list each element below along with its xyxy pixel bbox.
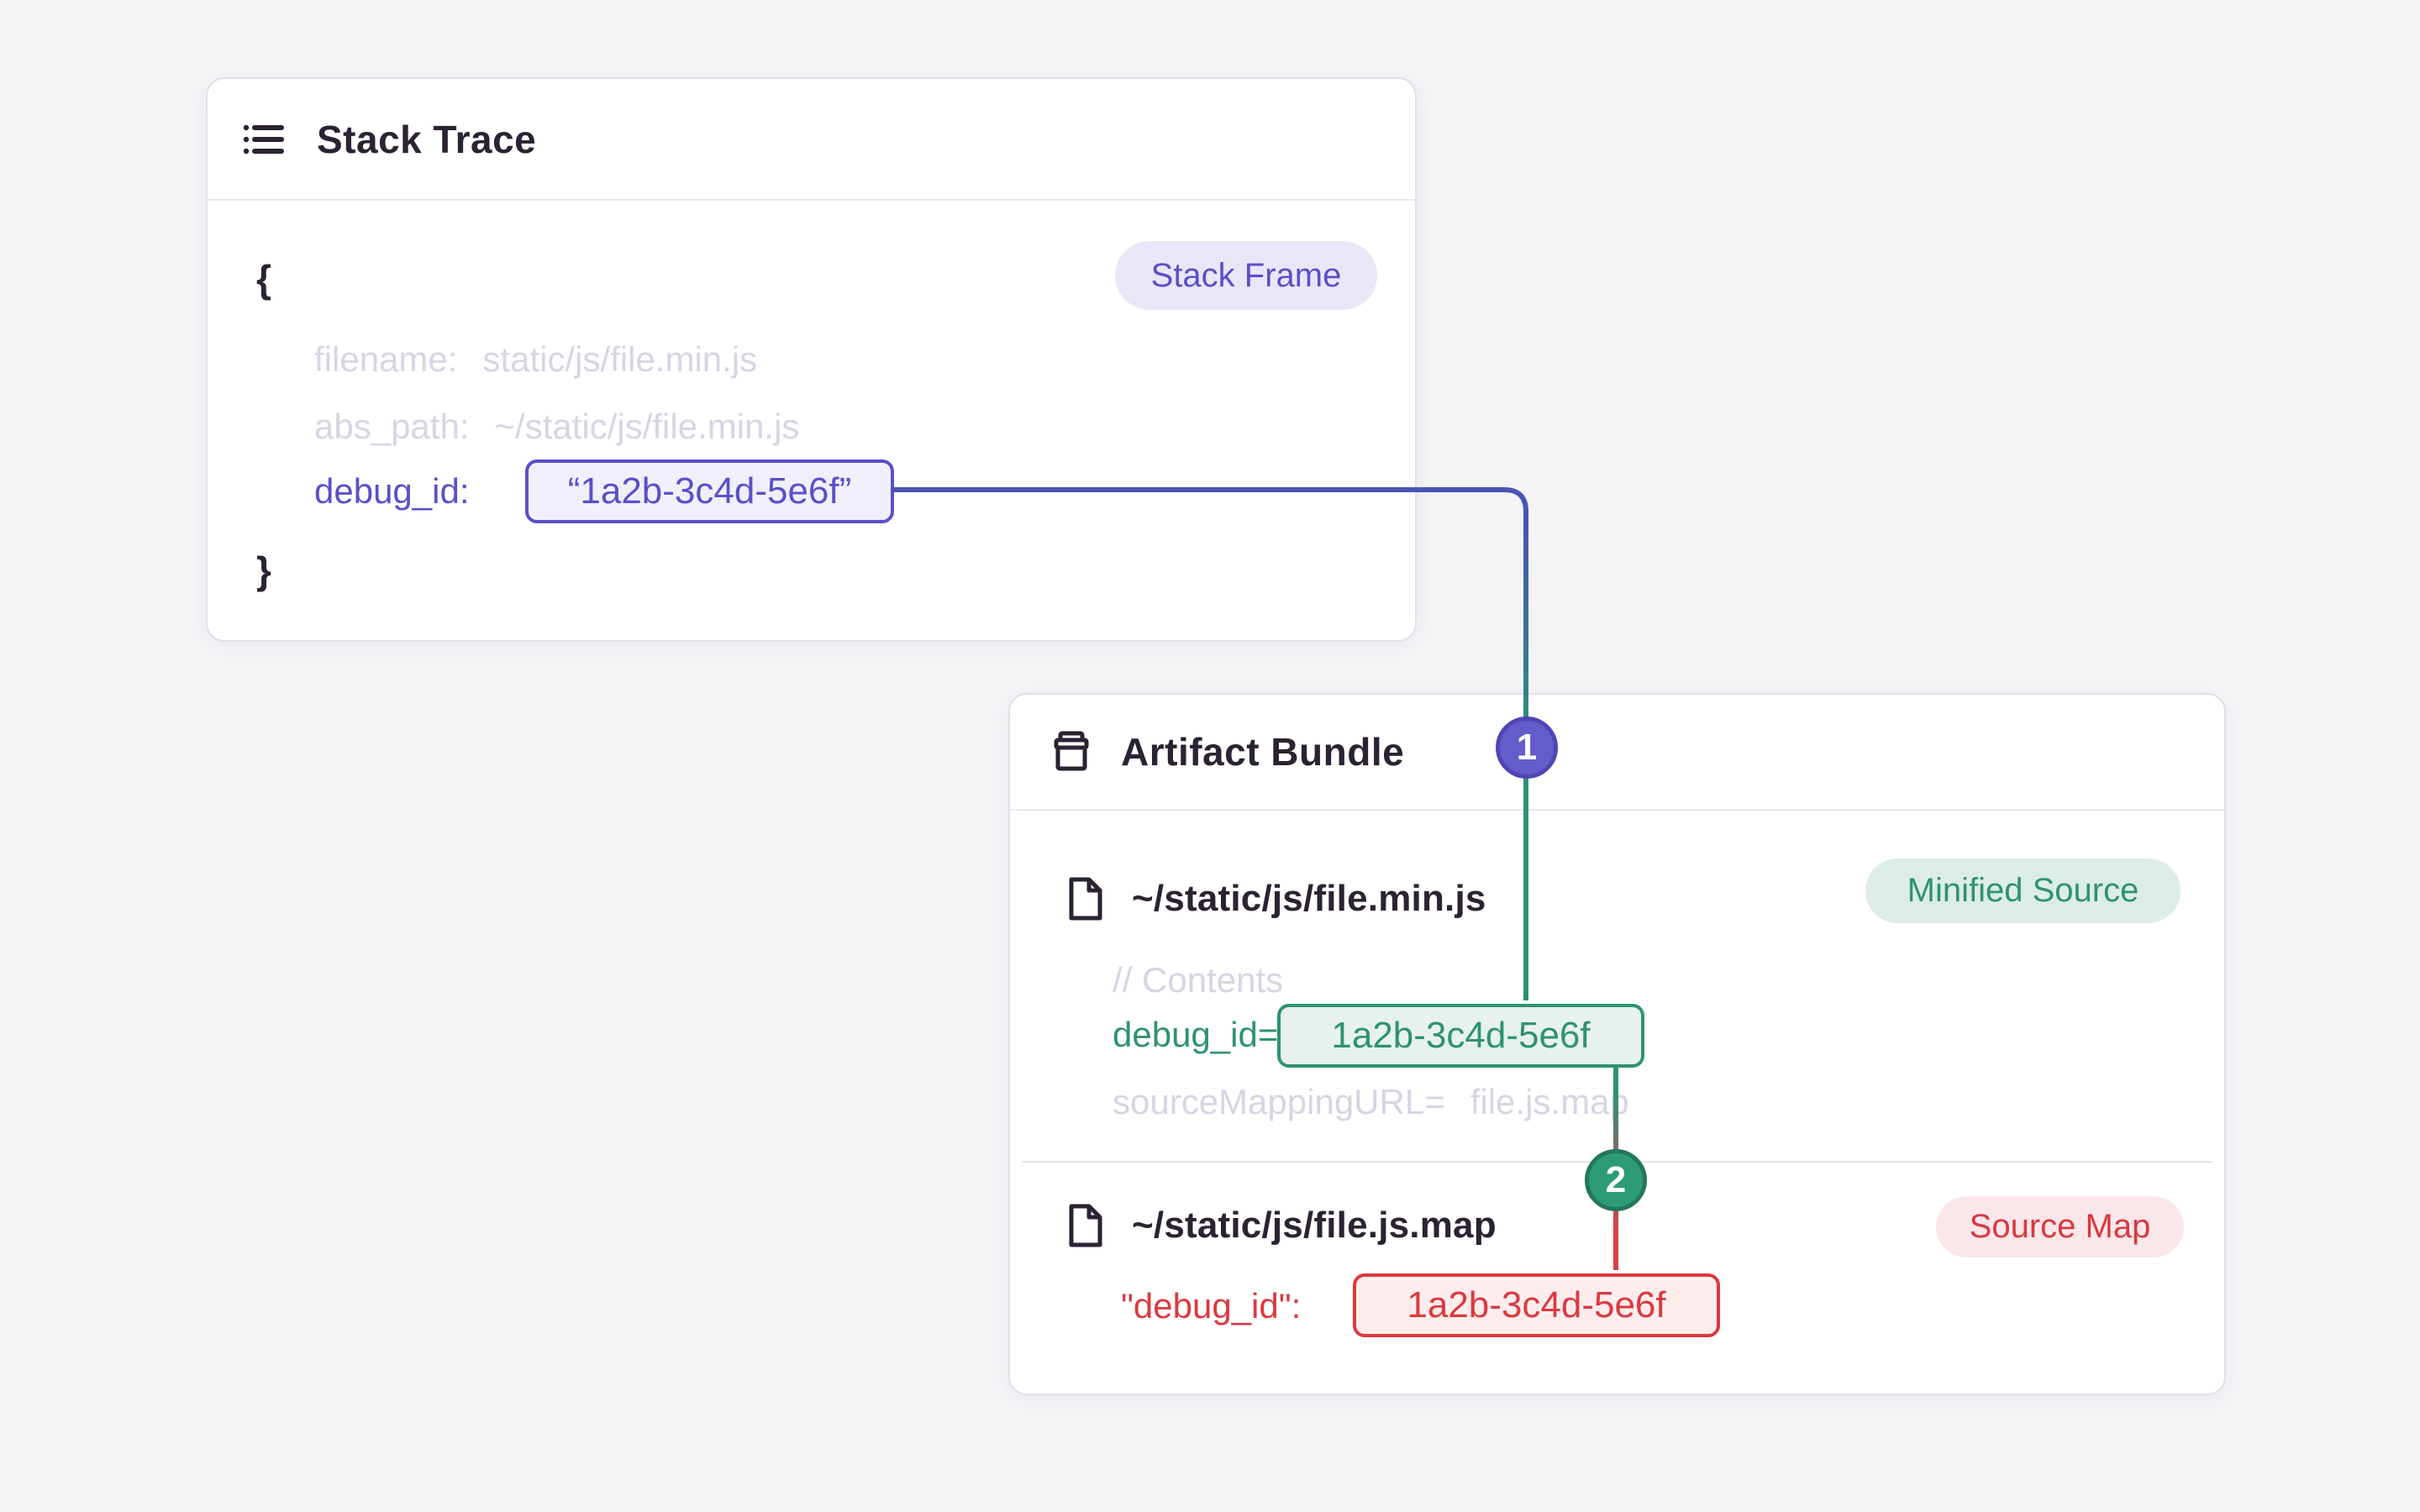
abs-path-label: abs_path: — [314, 407, 470, 446]
sourcemap-debug-id-box: 1a2b-3c4d-5e6f — [1353, 1273, 1720, 1337]
debug-id-label: debug_id: — [314, 471, 470, 511]
source-map-badge: Source Map — [1936, 1196, 2184, 1257]
minified-source-badge-label: Minified Source — [1907, 872, 2139, 909]
source-mapping-label: sourceMappingURL= — [1113, 1082, 1445, 1121]
filename-value: static/js/file.min.js — [482, 339, 758, 379]
minified-source-badge: Minified Source — [1865, 858, 2181, 923]
artifact-bundle-header: Artifact Bundle — [1010, 695, 2224, 811]
stack-trace-title: Stack Trace — [317, 117, 537, 161]
bundle-debug-id-label: debug_id= — [1113, 1015, 1279, 1054]
stack-trace-debug-id-value: “1a2b-3c4d-5e6f” — [567, 470, 852, 512]
source-map-badge-label: Source Map — [1969, 1208, 2151, 1245]
bundle-debug-id-box: 1a2b-3c4d-5e6f — [1277, 1004, 1644, 1068]
sourcemap-file-name: ~/static/js/file.js.map — [1132, 1205, 1497, 1246]
step-1-number: 1 — [1516, 727, 1538, 768]
close-brace: } — [256, 549, 271, 592]
file-icon — [1066, 876, 1105, 921]
minified-file-name: ~/static/js/file.min.js — [1132, 878, 1486, 919]
bundle-debug-id-value: 1a2b-3c4d-5e6f — [1331, 1015, 1591, 1056]
source-mapping-line: sourceMappingURL= file.js.map — [1113, 1082, 1629, 1122]
contents-comment: // Contents — [1113, 960, 1284, 1000]
step-2-number: 2 — [1605, 1159, 1627, 1200]
file-icon — [1066, 1203, 1105, 1248]
sourcemap-debug-id-value: 1a2b-3c4d-5e6f — [1407, 1284, 1666, 1326]
stack-trace-card: Stack Trace { filename: static/js/file.mi… — [206, 77, 1417, 642]
source-mapping-value: file.js.map — [1470, 1082, 1629, 1121]
archive-icon — [1050, 730, 1092, 774]
step-1-marker: 1 — [1496, 717, 1558, 779]
filename-label: filename: — [314, 339, 458, 379]
sourcemap-debug-id-label: "debug_id": — [1121, 1286, 1302, 1326]
artifact-bundle-title: Artifact Bundle — [1121, 730, 1405, 774]
abs-path-value: ~/static/js/file.min.js — [494, 407, 800, 446]
step-2-marker: 2 — [1585, 1149, 1647, 1211]
stack-trace-header: Stack Trace — [208, 79, 1415, 201]
list-icon — [243, 118, 287, 161]
filename-line: filename: static/js/file.min.js — [314, 339, 757, 380]
stack-frame-badge: Stack Frame — [1115, 241, 1377, 310]
artifact-bundle-card: Artifact Bundle ~/static/js/file.min.js … — [1008, 693, 2226, 1395]
stack-frame-badge-label: Stack Frame — [1150, 256, 1342, 294]
abs-path-line: abs_path: ~/static/js/file.min.js — [314, 407, 799, 447]
open-brace: { — [256, 257, 271, 301]
stack-trace-debug-id-box: “1a2b-3c4d-5e6f” — [525, 459, 894, 523]
